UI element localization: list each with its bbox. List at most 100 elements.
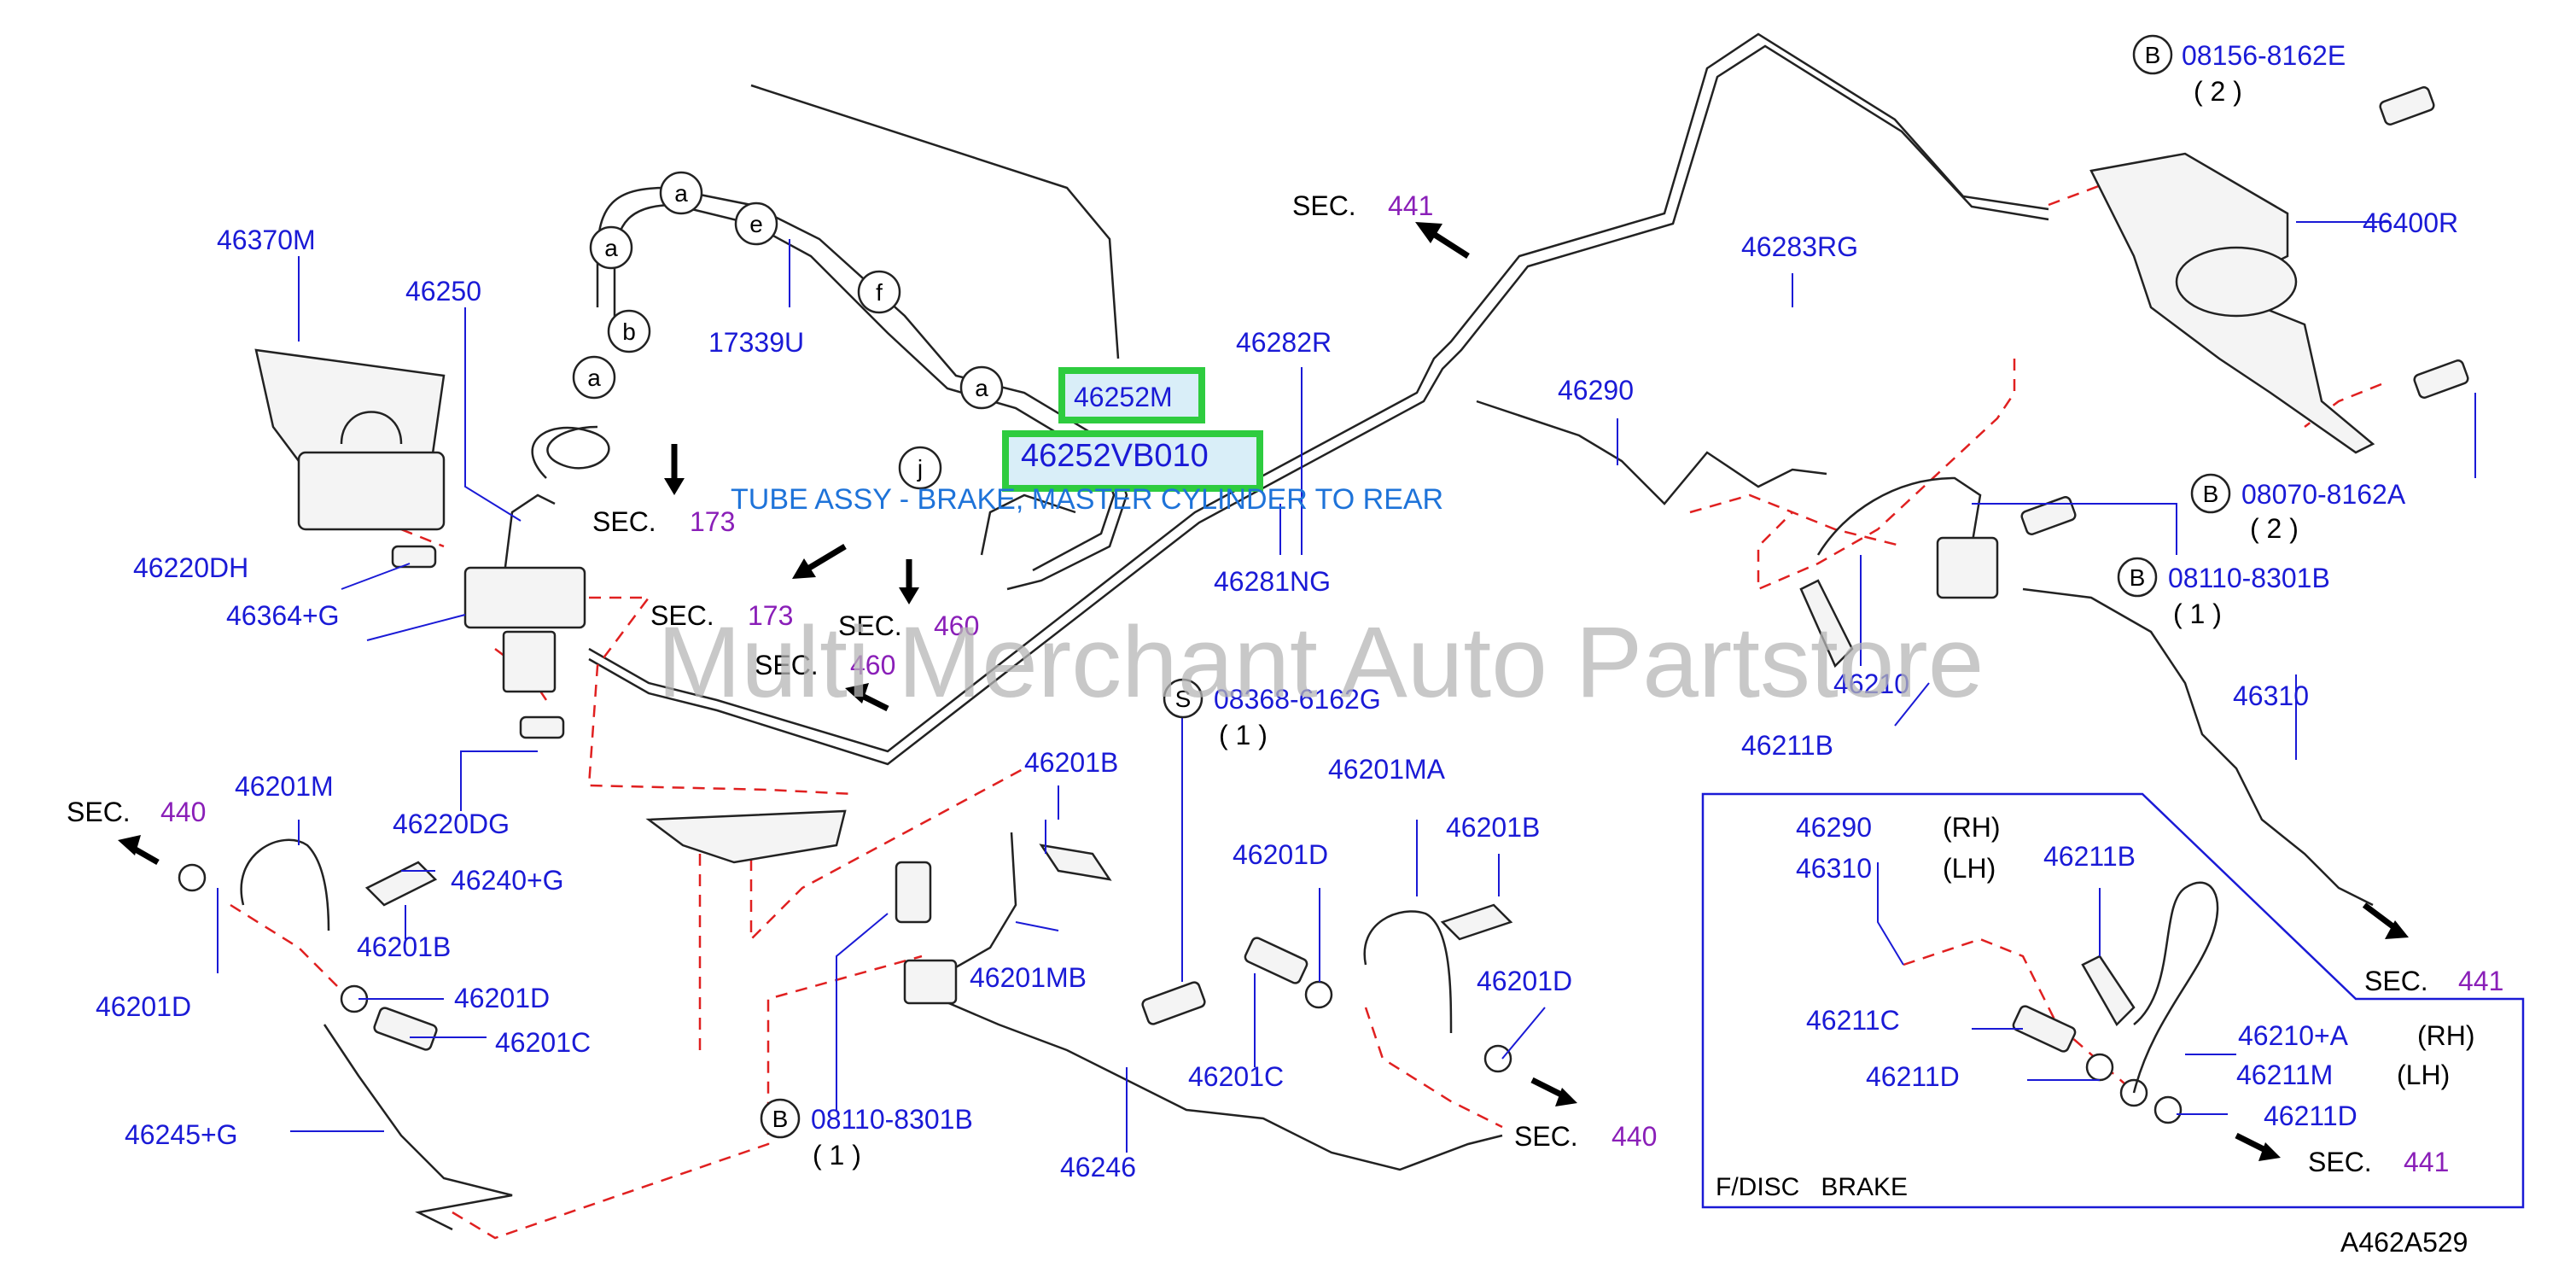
part-label[interactable]: 46240+G <box>451 865 564 896</box>
side-label: (LH) <box>1943 853 1996 884</box>
fastener-badge: B <box>2130 564 2146 591</box>
side-label: (RH) <box>2417 1020 2475 1051</box>
part-label[interactable]: 46252VB010 <box>1021 438 1209 474</box>
part-label[interactable]: 46211D <box>2264 1101 2357 1131</box>
part-label[interactable]: 46246 <box>1060 1152 1136 1182</box>
part-label[interactable]: 46250 <box>405 276 481 307</box>
section-prefix: SEC. <box>755 650 819 680</box>
section-prefix: SEC. <box>2364 966 2428 996</box>
part-label[interactable]: 46201D <box>96 991 191 1022</box>
part-label[interactable]: 46201B <box>1024 747 1118 778</box>
part-label[interactable]: 46201B <box>1446 812 1540 843</box>
side-labels: (RH) (LH) (RH) (LH) <box>1943 812 2475 1090</box>
fastener-part[interactable]: 08110-8301B <box>2168 563 2330 593</box>
selected-part-highlight[interactable] <box>1002 367 1263 492</box>
part-label[interactable]: 46281NG <box>1214 566 1331 597</box>
section-number[interactable]: 441 <box>1388 190 1433 221</box>
connector-letter: a <box>674 180 688 207</box>
section-prefix: SEC. <box>1292 190 1356 221</box>
part-labels: 46370M 46250 17339U 46282R 46283RG 46290… <box>96 207 2458 1182</box>
connector-letter: b <box>622 318 636 345</box>
fastener-qty: ( 1 ) <box>2173 598 2222 629</box>
section-number[interactable]: 173 <box>748 600 793 631</box>
part-label[interactable]: 46290 <box>1558 375 1634 406</box>
section-number[interactable]: 441 <box>2404 1147 2449 1177</box>
part-label[interactable]: 46370M <box>217 225 316 255</box>
fastener-part[interactable]: 08070-8162A <box>2241 479 2406 510</box>
part-label[interactable]: 46201D <box>1233 839 1328 870</box>
section-prefix: SEC. <box>1514 1121 1578 1152</box>
part-label[interactable]: 46210 <box>1833 669 1909 699</box>
part-label[interactable]: 46201M <box>235 771 334 802</box>
fastener-badge: B <box>772 1106 789 1132</box>
part-label[interactable]: 46201D <box>454 983 550 1013</box>
part-label[interactable]: 46201B <box>357 931 451 962</box>
fastener-badge: B <box>2203 481 2219 507</box>
connector-letter: a <box>975 375 988 401</box>
connector-letter: e <box>749 211 763 237</box>
part-label[interactable]: 46283RG <box>1741 231 1858 262</box>
part-label[interactable]: 46310 <box>1796 853 1872 884</box>
section-references: SEC. 441 SEC. 173 SEC. 173 SEC. 460 SEC.… <box>67 190 2503 1177</box>
section-prefix: SEC. <box>650 600 714 631</box>
arrows <box>118 222 2409 1161</box>
section-prefix: SEC. <box>838 610 902 641</box>
connector-letter: a <box>604 235 618 261</box>
hose-fitting-part[interactable] <box>1936 536 1999 599</box>
parts <box>178 86 2469 1124</box>
part-label[interactable]: 46201D <box>1477 966 1572 996</box>
selected-part-title: TUBE ASSY - BRAKE, MASTER CYLINDER TO RE… <box>731 483 1443 516</box>
inset-title: F/DISC BRAKE <box>1716 1173 1908 1201</box>
fastener-callouts: B 08156-8162E ( 2 ) B 08070-8162A ( 2 ) … <box>760 34 2406 1171</box>
part-label[interactable]: 46211M <box>2236 1060 2333 1090</box>
part-label[interactable]: 46252M <box>1074 382 1173 412</box>
fastener-badge: B <box>2145 42 2161 68</box>
part-label[interactable]: 46210+A <box>2238 1020 2349 1051</box>
part-label[interactable]: 46201C <box>1188 1061 1284 1092</box>
watermark: Multi Merchant Auto Partstore <box>657 606 1984 719</box>
part-label[interactable]: 46201C <box>495 1027 591 1058</box>
part-label[interactable]: 46220DG <box>393 809 510 839</box>
part-label[interactable]: 46282R <box>1236 327 1332 358</box>
part-label[interactable]: 46211B <box>2043 841 2136 872</box>
section-number[interactable]: 460 <box>934 610 979 641</box>
connector-letter: a <box>587 365 601 391</box>
section-number[interactable]: 441 <box>2458 966 2503 996</box>
part-label[interactable]: 46290 <box>1796 812 1872 843</box>
section-prefix: SEC. <box>2308 1147 2372 1177</box>
fastener-qty: ( 1 ) <box>1219 720 1268 750</box>
section-prefix: SEC. <box>592 506 656 537</box>
brake-lines <box>323 32 2374 1231</box>
fastener-badge: S <box>1175 686 1192 712</box>
side-label: (LH) <box>2397 1060 2450 1090</box>
section-number[interactable]: 440 <box>160 797 206 827</box>
part-label[interactable]: 46211D <box>1866 1061 1960 1092</box>
fastener-part[interactable]: 08368-6162G <box>1214 684 1381 715</box>
section-number[interactable]: 440 <box>1611 1121 1657 1152</box>
leader-lines <box>217 221 2476 1153</box>
section-prefix: SEC. <box>67 797 131 827</box>
fastener-qty: ( 1 ) <box>813 1140 861 1171</box>
connector-circles: a a b a e f a j <box>572 171 1004 490</box>
part-label[interactable]: 46220DH <box>133 552 248 583</box>
fastener-part[interactable]: 08156-8162E <box>2182 40 2346 71</box>
fastener-part[interactable]: 08110-8301B <box>811 1104 973 1135</box>
part-label[interactable]: 46364+G <box>226 600 340 631</box>
part-label[interactable]: 17339U <box>708 327 804 358</box>
fastener-qty: ( 2 ) <box>2250 513 2299 544</box>
fastener-qty: ( 2 ) <box>2194 76 2242 107</box>
block-part[interactable] <box>297 451 446 531</box>
clamp-bracket-part[interactable] <box>463 566 586 629</box>
part-label[interactable]: 46201MB <box>970 962 1087 993</box>
part-label[interactable]: 46310 <box>2233 680 2309 711</box>
part-label[interactable]: 46211C <box>1806 1005 1900 1036</box>
connector-letter: f <box>876 279 883 306</box>
section-number[interactable]: 173 <box>690 506 735 537</box>
part-label[interactable]: 46201MA <box>1328 754 1446 785</box>
part-label[interactable]: 46211B <box>1741 730 1833 761</box>
section-number[interactable]: 460 <box>850 650 895 680</box>
part-label[interactable]: 46245+G <box>125 1119 238 1150</box>
inset-box <box>1701 792 2525 1209</box>
part-label[interactable]: 46400R <box>2363 207 2458 238</box>
